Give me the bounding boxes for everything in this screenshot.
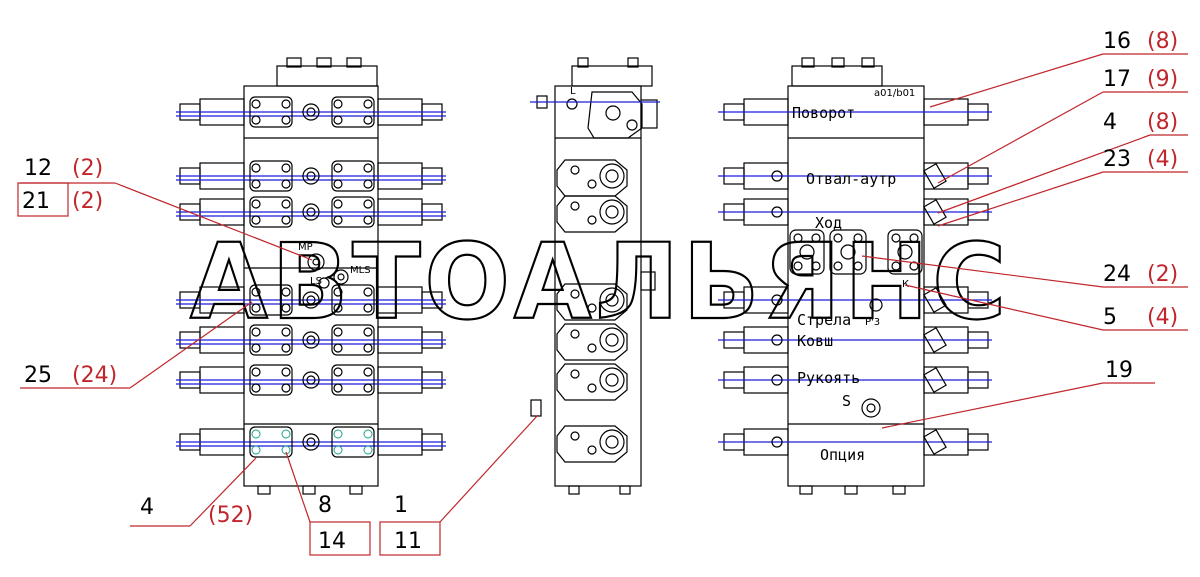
back-valve-section xyxy=(718,286,992,314)
callout-21-qty: (2) xyxy=(72,189,103,214)
front-valve-section xyxy=(176,284,446,316)
back-valve-section xyxy=(718,366,992,394)
back-valve-section xyxy=(718,326,992,354)
front-valve-section xyxy=(176,426,446,458)
callout-11-num: 11 xyxy=(394,529,422,554)
label-k: К xyxy=(902,279,909,290)
label-kovsh: Ковш xyxy=(797,332,833,350)
callout-25-qty: (24) xyxy=(72,363,117,388)
callout-25-num: 25 xyxy=(24,363,52,388)
port-l-top: L xyxy=(570,86,576,97)
callout-12-num: 12 xyxy=(24,156,52,181)
label-p3: Р'3 xyxy=(865,317,880,328)
callout-5-num: 5 xyxy=(1103,305,1117,330)
label-s-right: S xyxy=(842,392,851,410)
callout-24-qty: (2) xyxy=(1147,262,1178,287)
side-valve-section xyxy=(556,159,628,197)
back-valve-section xyxy=(718,162,992,190)
back-flanges xyxy=(789,229,923,418)
side-valve-section xyxy=(556,323,628,361)
callout-14-num: 14 xyxy=(318,529,346,554)
callout-16-qty: (8) xyxy=(1147,29,1178,54)
side-valve-section xyxy=(556,283,628,321)
side-valve-section xyxy=(556,195,628,233)
side-valve-section xyxy=(556,363,628,401)
label-code: a01/b01 xyxy=(874,88,915,99)
callout-12-qty: (2) xyxy=(72,156,103,181)
leader-lines xyxy=(17,53,1188,556)
port-ls: LS xyxy=(310,276,322,287)
label-rukoyat: Рукоять xyxy=(797,369,860,387)
callout-4b-num: 4 xyxy=(140,495,154,520)
side-view xyxy=(530,57,660,495)
callout-23-qty: (4) xyxy=(1147,147,1178,172)
callout-8-num: 8 xyxy=(318,493,332,518)
callout-4a-qty: (8) xyxy=(1147,110,1178,135)
callout-17-num: 17 xyxy=(1103,67,1131,92)
side-valve-section xyxy=(556,425,628,463)
callout-16-num: 16 xyxy=(1103,29,1131,54)
label-povorot: Поворот xyxy=(792,104,855,122)
section-labels: Поворот a01/b01 Отвал-аутр Ход Стрела Ко… xyxy=(792,88,915,464)
back-valve-section xyxy=(718,198,992,226)
port-mp: MP xyxy=(298,242,313,253)
callout-4a-num: 4 xyxy=(1103,110,1117,135)
back-valve-section xyxy=(718,428,992,456)
label-opciya: Опция xyxy=(820,446,865,464)
callout-17-qty: (9) xyxy=(1147,67,1178,92)
front-valve-section xyxy=(176,160,446,192)
callout-5-qty: (4) xyxy=(1147,305,1178,330)
callout-23-num: 23 xyxy=(1103,147,1131,172)
port-mls: MLS xyxy=(350,265,371,276)
label-hod: Ход xyxy=(815,214,842,232)
watermark: АВТОАЛЬЯНС xyxy=(190,221,1010,343)
back-view xyxy=(718,57,992,495)
label-otval: Отвал-аутр xyxy=(806,170,896,188)
callout-1-num: 1 xyxy=(394,493,408,518)
front-valve-section xyxy=(176,364,446,396)
front-valve-section xyxy=(176,96,446,128)
front-view xyxy=(176,57,446,495)
callout-24-num: 24 xyxy=(1103,262,1131,287)
front-valve-section xyxy=(176,196,446,228)
front-valve-section xyxy=(176,324,446,356)
callout-19-num: 19 xyxy=(1105,358,1133,383)
port-labels: MP MLS LS L xyxy=(298,86,576,289)
callout-52-qty: (52) xyxy=(208,503,253,528)
callouts: 16 (8) 17 (9) 4 (8) 23 (4) 24 (2) 5 (4) … xyxy=(22,29,1178,554)
callout-21-num: 21 xyxy=(22,189,50,214)
label-strela: Стрела xyxy=(797,311,851,329)
back-valve-section xyxy=(718,98,992,126)
